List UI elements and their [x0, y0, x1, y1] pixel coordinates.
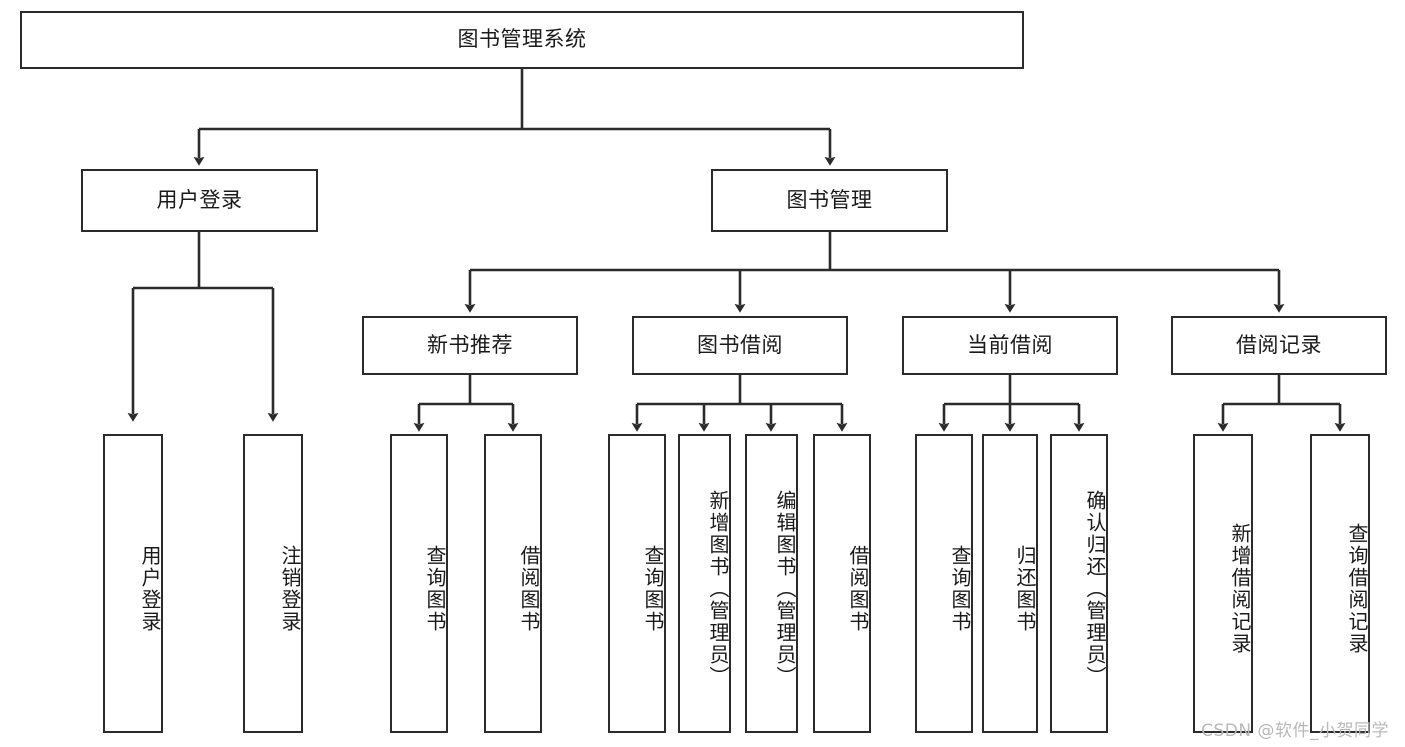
leaf-add-book-admin[interactable]: 新增图书（管理员） [678, 434, 731, 733]
node-label: 图书管理系统 [457, 27, 587, 52]
node-label: 查询图书 [948, 544, 972, 633]
node-label: 新书推荐 [427, 332, 513, 357]
node-label: 查询图书 [641, 544, 665, 633]
node-label: 查询图书 [423, 544, 447, 633]
node-user-login[interactable]: 用户登录 [81, 169, 318, 232]
leaf-logout[interactable]: 注销登录 [243, 434, 303, 733]
node-label: 确认归还（管理员） [1083, 489, 1107, 688]
leaf-borrow-book[interactable]: 借阅图书 [813, 434, 871, 733]
csdn-watermark: CSDN @软件_小贺同学 [1201, 721, 1389, 741]
node-label: 当前借阅 [967, 332, 1053, 357]
leaf-query-book-borrow[interactable]: 查询图书 [608, 434, 666, 733]
leaf-borrow-book-recommend[interactable]: 借阅图书 [484, 434, 542, 733]
node-current-borrow[interactable]: 当前借阅 [902, 316, 1118, 375]
node-label: 图书借阅 [697, 332, 783, 357]
node-root-book-management-system[interactable]: 图书管理系统 [20, 11, 1024, 69]
leaf-query-borrow-record[interactable]: 查询借阅记录 [1310, 434, 1370, 733]
node-label: 编辑图书（管理员） [773, 489, 797, 688]
leaf-query-book-current[interactable]: 查询图书 [915, 434, 973, 733]
node-label: 归还图书 [1013, 544, 1037, 633]
node-label: 借阅记录 [1236, 332, 1322, 357]
node-label: 图书管理 [786, 187, 873, 212]
leaf-confirm-return-admin[interactable]: 确认归还（管理员） [1050, 434, 1108, 733]
leaf-user-login[interactable]: 用户登录 [103, 434, 163, 733]
node-label: 用户登录 [138, 544, 162, 633]
node-label: 借阅图书 [846, 544, 870, 633]
leaf-return-book[interactable]: 归还图书 [982, 434, 1038, 733]
node-label: 注销登录 [278, 544, 302, 633]
leaf-query-book-recommend[interactable]: 查询图书 [390, 434, 448, 733]
node-label: 查询借阅记录 [1345, 522, 1369, 655]
node-label: 新增图书（管理员） [706, 489, 730, 688]
node-book-borrow[interactable]: 图书借阅 [632, 316, 848, 375]
node-new-book-recommend[interactable]: 新书推荐 [362, 316, 578, 375]
leaf-edit-book-admin[interactable]: 编辑图书（管理员） [745, 434, 798, 733]
node-label: 新增借阅记录 [1228, 522, 1252, 655]
node-borrow-record[interactable]: 借阅记录 [1171, 316, 1387, 375]
node-label: 用户登录 [156, 187, 243, 212]
node-label: 借阅图书 [517, 544, 541, 633]
node-book-management[interactable]: 图书管理 [711, 169, 948, 232]
leaf-add-borrow-record[interactable]: 新增借阅记录 [1193, 434, 1253, 733]
